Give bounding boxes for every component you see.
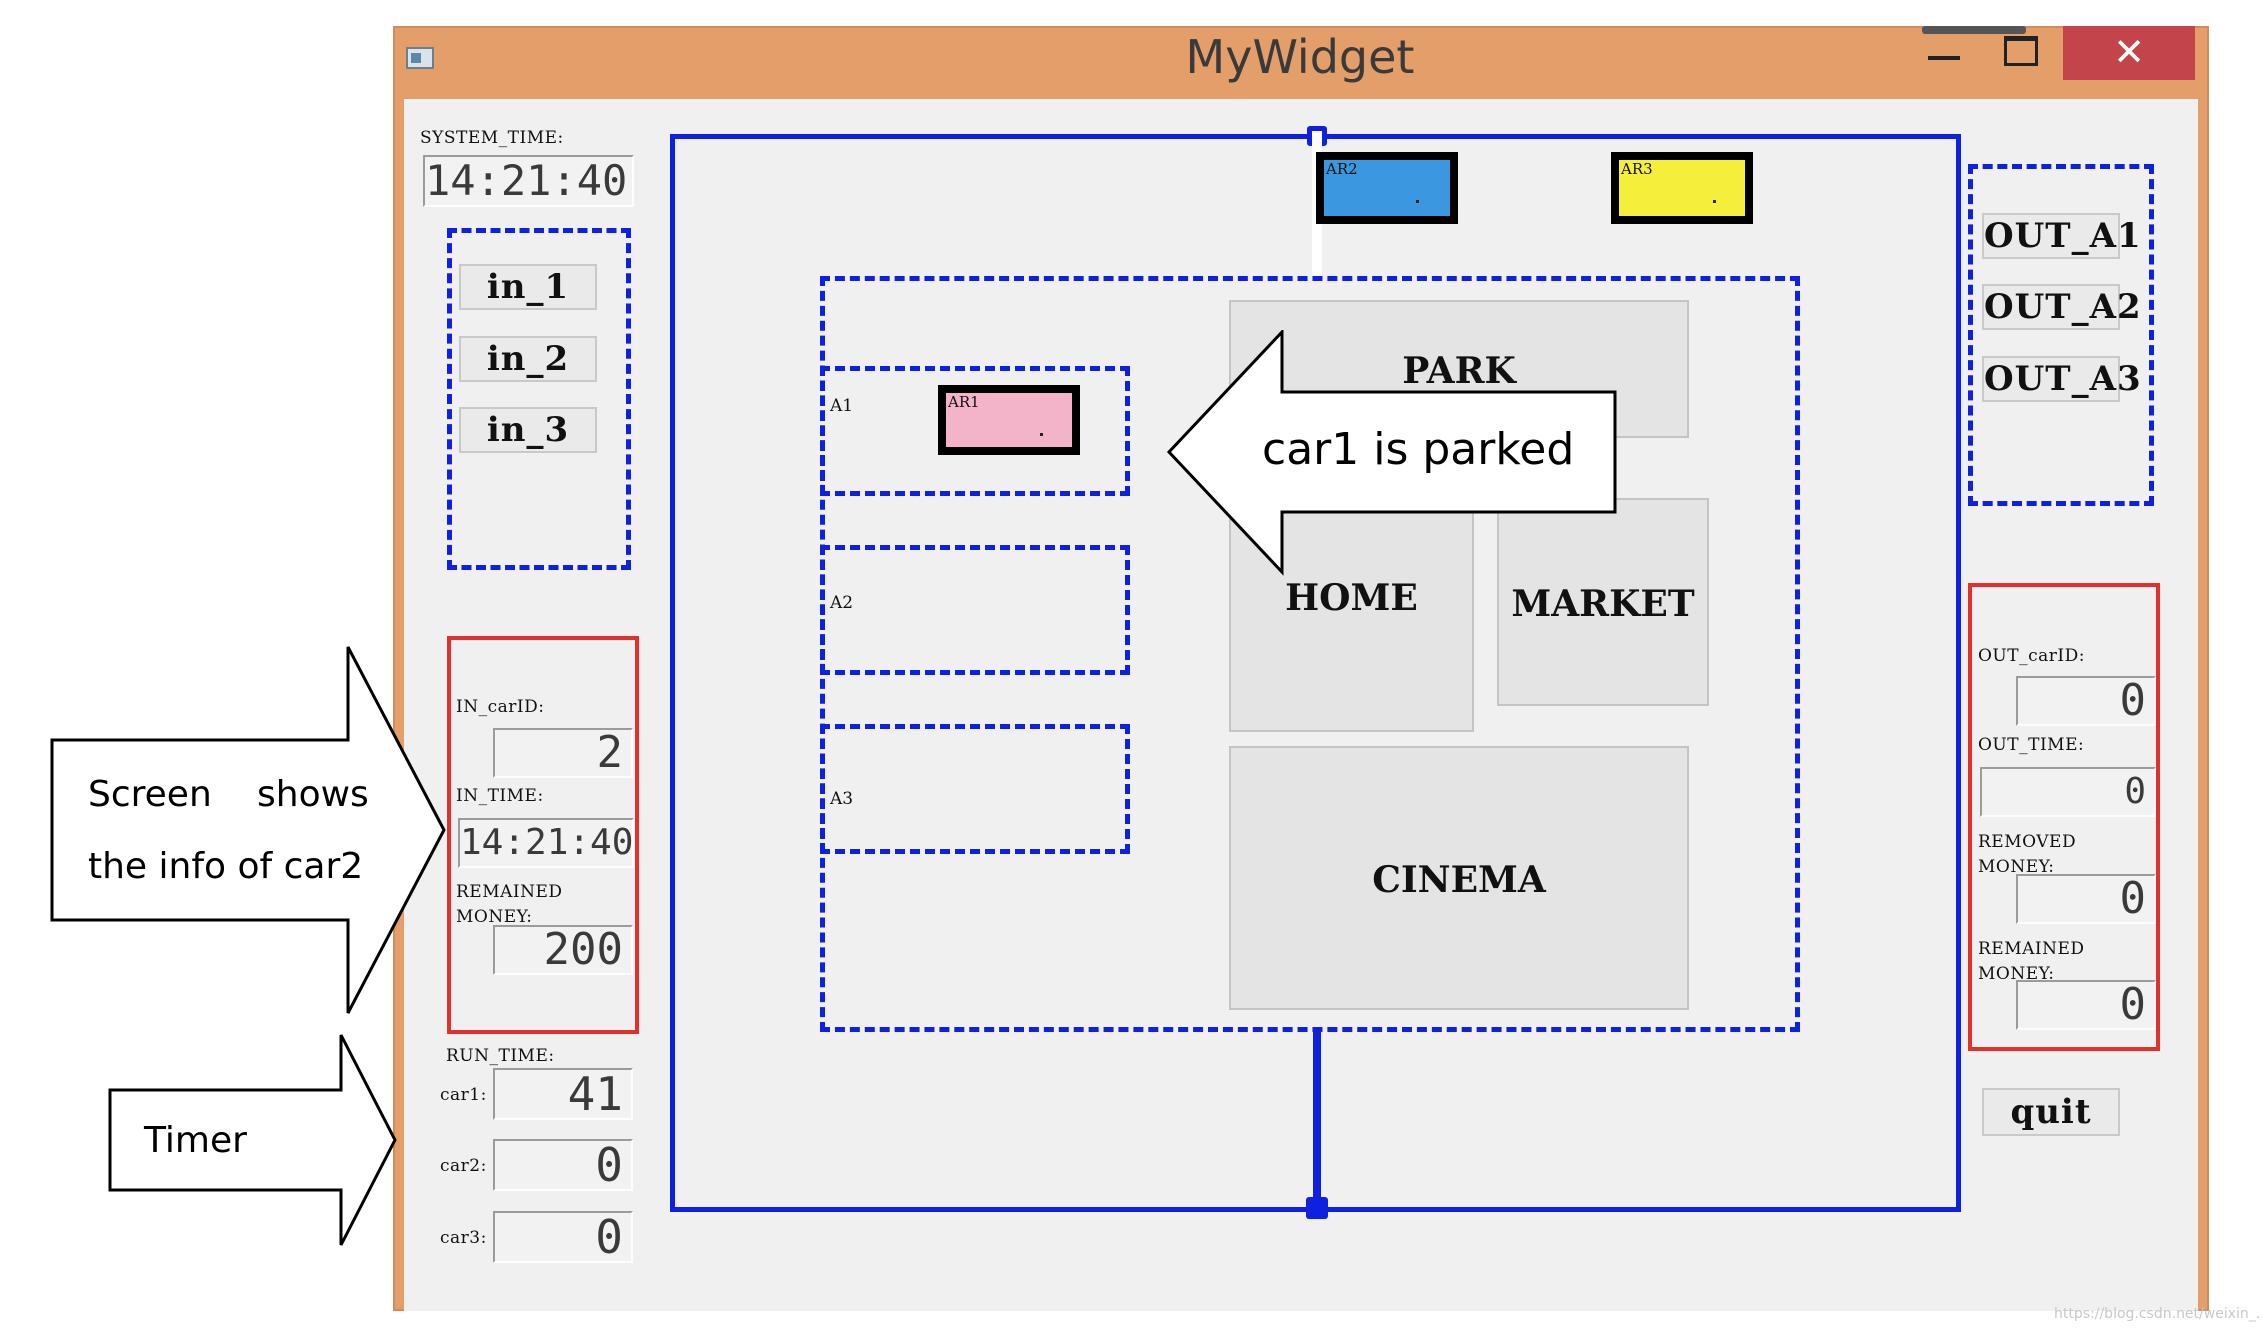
exit-group [1968, 164, 2154, 506]
removed-money-label: REMOVED MONEY: [1978, 832, 2077, 877]
car-ar1[interactable]: AR1 [938, 385, 1080, 455]
market-button[interactable]: MARKET [1497, 498, 1709, 706]
zone-a2 [820, 545, 1130, 675]
car-ar2-label: AR2 [1326, 160, 1358, 178]
parked-callout-arrow [1166, 330, 1617, 576]
car-ar2[interactable]: AR2 [1316, 152, 1458, 224]
system-time-label: SYSTEM_TIME: [420, 128, 564, 148]
screen-callout-line2: the info of car2 [88, 846, 364, 887]
out-remained-money-display: 0 [2016, 980, 2156, 1030]
watermark: https://blog.csdn.net/weixin_... [2054, 1306, 2262, 1322]
quit-button[interactable]: quit [1982, 1088, 2120, 1136]
zone-a1-label: A1 [830, 396, 854, 416]
system-time-display: 14:21:40 [423, 155, 634, 207]
car-ar1-label: AR1 [948, 393, 980, 411]
out-a1-button[interactable]: OUT_A1 [1982, 213, 2141, 259]
zone-a2-label: A2 [830, 593, 854, 613]
cinema-button[interactable]: CINEMA [1229, 746, 1689, 1010]
car3-timer-label: car3: [440, 1228, 487, 1248]
screen-callout-word1: Screen [88, 774, 212, 815]
in-2-button[interactable]: in_2 [459, 336, 597, 382]
parked-callout-text: car1 is parked [1262, 424, 1575, 475]
screen-callout-arrow [50, 646, 446, 1014]
out-a3-button[interactable]: OUT_A3 [1982, 356, 2141, 402]
out-a2-button[interactable]: OUT_A2 [1982, 284, 2141, 330]
out-car-id-display: 0 [2016, 676, 2156, 726]
in-remained-money-display: 200 [493, 925, 633, 975]
zone-a1 [820, 366, 1130, 496]
close-button[interactable]: ✕ [2063, 26, 2195, 80]
out-time-label: OUT_TIME: [1978, 735, 2085, 755]
car3-timer-display: 0 [493, 1211, 633, 1263]
exit-info-panel [1968, 583, 2160, 1051]
zone-a3 [820, 724, 1130, 854]
car-ar1-dot [1040, 433, 1043, 436]
zone-a3-label: A3 [830, 789, 854, 809]
car1-timer-label: car1: [440, 1085, 487, 1105]
car1-timer-display: 41 [493, 1068, 633, 1120]
app-icon [406, 47, 434, 69]
in-1-button[interactable]: in_1 [459, 264, 597, 310]
in-remained-money-label: REMAINED MONEY: [456, 882, 563, 927]
in-time-label: IN_TIME: [456, 786, 544, 806]
car-ar3-label: AR3 [1621, 160, 1653, 178]
out-time-display: 0 [1980, 767, 2156, 817]
removed-money-display: 0 [2016, 874, 2156, 924]
car-ar3[interactable]: AR3 [1611, 152, 1753, 224]
screen-callout-word2: shows [257, 774, 369, 815]
entry-info-panel [447, 636, 639, 1034]
in-car-id-display: 2 [493, 728, 633, 778]
minimize-button[interactable] [1920, 28, 1970, 68]
out-remained-money-label: REMAINED MONEY: [1978, 939, 2085, 984]
in-3-button[interactable]: in_3 [459, 407, 597, 453]
out-car-id-label: OUT_carID: [1978, 646, 2085, 666]
maximize-button[interactable] [1990, 28, 2040, 68]
in-car-id-label: IN_carID: [456, 697, 545, 717]
exit-lane [1313, 1030, 1321, 1208]
car2-timer-label: car2: [440, 1156, 487, 1176]
entry-group [447, 228, 631, 570]
title-tab-indicator [1922, 26, 2026, 34]
car-ar2-dot [1416, 200, 1419, 203]
timer-callout-text: Timer [144, 1120, 247, 1161]
exit-gate [1306, 1197, 1328, 1219]
window-title: MyWidget [1185, 30, 1415, 84]
car-ar3-dot [1713, 200, 1716, 203]
timer-callout-arrow [108, 1034, 397, 1246]
run-time-label: RUN_TIME: [446, 1046, 555, 1066]
in-time-display: 14:21:40 [458, 818, 634, 868]
car2-timer-display: 0 [493, 1139, 633, 1191]
